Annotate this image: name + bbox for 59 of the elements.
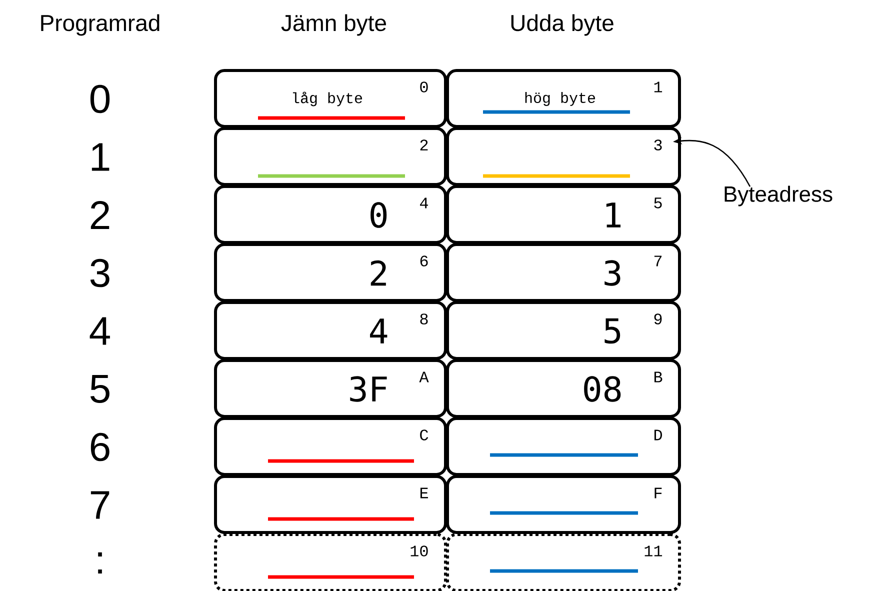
memory-cell xyxy=(214,69,447,128)
byte-value: 4 xyxy=(370,318,388,344)
byte-value: 0 xyxy=(370,202,387,228)
memory-cell xyxy=(214,533,447,591)
memory-cell xyxy=(446,475,681,534)
row-number: 2 xyxy=(90,201,110,229)
memory-cell xyxy=(446,359,681,418)
memory-cell xyxy=(446,127,681,186)
column-header: Programrad xyxy=(41,14,160,36)
memory-cell xyxy=(214,359,447,418)
byte-value: 3 xyxy=(604,260,620,286)
address-number: 10 xyxy=(410,546,428,556)
address-number: 3 xyxy=(654,140,662,150)
byte-value: 1 xyxy=(606,202,620,228)
byte-label: hög byte xyxy=(525,92,596,106)
address-number: 11 xyxy=(644,546,662,556)
memory-cell xyxy=(214,127,447,186)
address-number: 5 xyxy=(654,198,662,208)
callout-text: Byteadress xyxy=(724,186,832,206)
memory-cell xyxy=(446,69,681,128)
row-number: 7 xyxy=(90,491,110,519)
row-number: 0 xyxy=(90,84,110,114)
byte-value: 08 xyxy=(584,376,621,402)
byte-value: 3F xyxy=(350,376,387,402)
address-number: C xyxy=(420,430,428,440)
row-number: 6 xyxy=(90,432,110,462)
memory-cell xyxy=(214,185,447,244)
row-number: 4 xyxy=(90,317,110,345)
address-number: 8 xyxy=(420,314,428,324)
memory-cell xyxy=(214,417,447,476)
memory-cell xyxy=(446,185,681,244)
byte-value: 5 xyxy=(604,318,620,344)
address-number: 9 xyxy=(654,314,662,324)
address-number: 0 xyxy=(420,82,428,92)
memory-cell xyxy=(214,243,447,302)
memory-cell xyxy=(446,301,681,360)
row-number: : xyxy=(98,552,102,574)
address-number: F xyxy=(654,488,662,498)
row-number: 1 xyxy=(92,143,110,171)
memory-cell xyxy=(446,533,681,591)
row-number: 3 xyxy=(90,258,110,288)
address-number: 6 xyxy=(420,256,428,266)
address-number: 2 xyxy=(420,140,428,150)
memory-cell xyxy=(446,417,681,476)
address-number: A xyxy=(419,372,429,382)
column-header: Udda byte xyxy=(511,14,614,36)
column-header: Jämn byte xyxy=(281,14,386,36)
address-number: E xyxy=(420,488,428,498)
memory-cell xyxy=(446,243,681,302)
byte-value: 2 xyxy=(370,260,386,286)
address-number: D xyxy=(654,430,662,440)
row-number: 5 xyxy=(90,375,110,403)
address-number: B xyxy=(654,372,662,382)
memory-cell xyxy=(214,301,447,360)
memory-cell xyxy=(214,475,447,534)
byte-label: låg byte xyxy=(292,92,362,106)
address-number: 7 xyxy=(654,256,662,266)
address-number: 1 xyxy=(654,82,662,92)
address-number: 4 xyxy=(420,198,428,208)
